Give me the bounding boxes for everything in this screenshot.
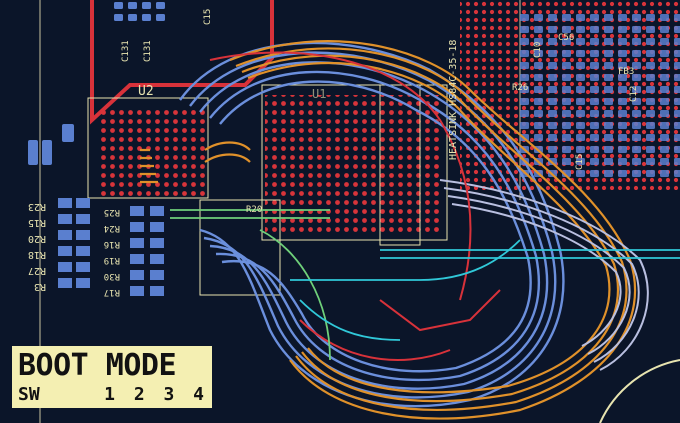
designator-c12: C12 [629, 86, 639, 102]
resistor-label: R3 [34, 281, 46, 292]
designator-u1: U1 [312, 87, 326, 101]
resistor-label: R25 [104, 207, 120, 217]
designator-c131b: C131 [143, 40, 153, 62]
track-bundle-orange [140, 40, 637, 420]
corner-arc [599, 359, 680, 423]
resistor-labels-left: R23 R15 R20 R18 R27 R3 [28, 201, 46, 292]
track-bundle-pale [439, 179, 649, 371]
boot-mode-switch-positions: 1 2 3 4 [104, 384, 208, 405]
designator-c131: C131 [121, 40, 131, 62]
resistor-label: R18 [28, 249, 46, 260]
resistor-label: R16 [104, 239, 120, 249]
boot-mode-silkscreen: BOOT MODE SW 1 2 3 4 [12, 346, 212, 408]
resistor-label: R27 [28, 265, 46, 276]
resistor-array-pads [28, 124, 164, 296]
designator-r20: R20 [246, 205, 262, 215]
resistor-label: R23 [28, 201, 46, 212]
designator-c56: C56 [558, 33, 574, 43]
heatsink-label: HEATSINK HS84C-35-18 [448, 40, 459, 160]
top-capacitors [110, 0, 165, 25]
red-outline-track [90, 0, 274, 125]
resistor-label: R15 [28, 217, 46, 228]
bga-pad-field-center [265, 95, 440, 235]
resistor-label: R30 [104, 271, 120, 281]
bga-pad-field-left [100, 108, 205, 198]
resistor-label: R19 [104, 255, 120, 265]
designator-c10: C10 [533, 42, 543, 58]
designator-r26: R26 [512, 83, 528, 93]
resistor-label: R20 [28, 233, 46, 244]
smd-pad-field-right [520, 10, 680, 180]
resistor-labels-right: R25 R24 R16 R19 R30 R17 [104, 207, 120, 297]
resistor-label: R17 [104, 287, 120, 297]
track-bundle-blue [179, 41, 565, 408]
track-bundle-red [209, 51, 501, 361]
designator-c15: C15 [203, 9, 213, 25]
boot-mode-title: BOOT MODE [18, 348, 177, 383]
designator-fb3: FB3 [618, 67, 634, 77]
designator-c15b: C15 [575, 154, 585, 170]
track-bundle-green-cyan [170, 209, 680, 361]
designator-u2: U2 [138, 84, 154, 99]
resistor-label: R24 [104, 223, 120, 233]
boot-mode-sw-label: SW [18, 384, 40, 405]
